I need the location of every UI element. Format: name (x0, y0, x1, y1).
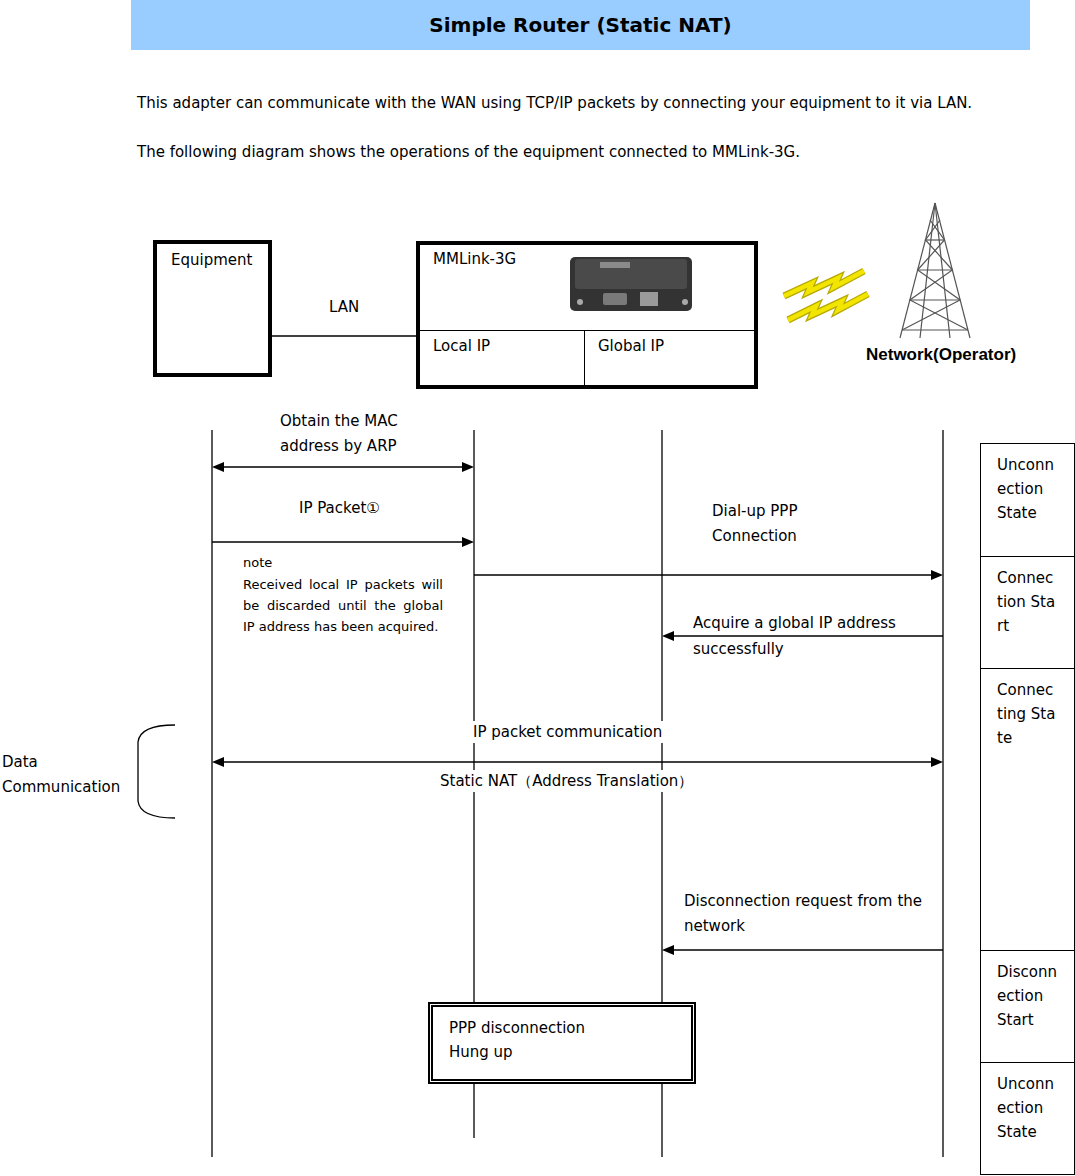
radio-bolts (784, 271, 868, 320)
bolt-shadow (784, 271, 864, 296)
message-arrow (672, 635, 943, 637)
message-label: IP Packet① (299, 496, 380, 520)
device-box: MMLink-3G Local IP Global IP (416, 241, 758, 389)
message-label: Acquire a global IP address successfully (693, 610, 933, 662)
tower-brace (910, 220, 968, 330)
bracket-label: Data Communication (2, 750, 137, 800)
equipment-box: Equipment (153, 240, 272, 377)
device-top (575, 259, 687, 289)
connector (272, 336, 416, 337)
tower-brace (902, 220, 960, 330)
message-label: IP packet communication (469, 721, 666, 743)
arrow-head (462, 462, 474, 472)
lifeline (211, 430, 212, 1157)
tower-brace (918, 269, 953, 270)
node-text: Connection Start (997, 566, 1057, 638)
title-text: Simple Router (Static NAT) (429, 12, 731, 38)
message-label: Dial-up PPP Connection (712, 499, 852, 549)
tower-brace (902, 329, 968, 330)
lan-port (640, 292, 658, 306)
node-text: Connecting State (997, 678, 1057, 750)
state-box: Disconnection Start (980, 950, 1075, 1063)
node-text: MMLink-3G (433, 247, 748, 271)
messages (212, 462, 943, 955)
state-box: Unconnection State (980, 1062, 1075, 1175)
node-text: Equipment (171, 248, 262, 272)
bolt (788, 294, 868, 320)
message-label: Disconnection request from the network (684, 889, 922, 939)
address-cell: Global IP (585, 330, 754, 385)
network-label: Network(Operator) (866, 344, 1016, 366)
state-box: Connecting State (980, 668, 1075, 951)
intro-text: This adapter can communicate with the WA… (137, 92, 1071, 114)
title-band: Simple Router (Static NAT) (131, 0, 1030, 50)
message-arrow (222, 761, 933, 763)
connector-label: LAN (329, 296, 359, 318)
address-cell: Local IP (420, 330, 585, 385)
intro-text: The following diagram shows the operatio… (137, 141, 1071, 163)
node-text: PPP disconnection Hung up (449, 1016, 601, 1064)
note-heading: note (243, 553, 272, 573)
arrow-head (662, 631, 674, 641)
bolt (784, 271, 864, 296)
process-box: PPP disconnection Hung up (428, 1002, 696, 1084)
arrow-head (662, 945, 674, 955)
tower-brace (910, 299, 960, 300)
connector-line (272, 335, 416, 336)
state-box: Unconnection State (980, 443, 1075, 557)
bolt-shadow (788, 294, 868, 320)
node-text: Unconnection State (997, 453, 1057, 525)
bracket (138, 725, 175, 818)
device-body (570, 257, 692, 311)
node-text: Global IP (598, 334, 750, 358)
message-arrow (222, 466, 464, 468)
antenna-tower (900, 203, 970, 338)
note-text: Received local IP packets will be discar… (243, 574, 443, 637)
arrow-head (212, 462, 224, 472)
device-screw (682, 299, 688, 305)
lifelines (212, 430, 943, 1157)
serial-port (603, 293, 627, 305)
device-photo (570, 257, 692, 311)
node-text: Disconnection Start (997, 960, 1057, 1032)
message-label: Obtain the MAC address by ARP (280, 409, 415, 459)
tower-brace (926, 239, 945, 240)
device-plate (600, 262, 630, 268)
node-text: Unconnection State (997, 1072, 1057, 1144)
message-arrow (672, 949, 943, 951)
arrow-head (931, 570, 943, 580)
state-box: Connection Start (980, 556, 1075, 669)
message-label: Static NAT（Address Translation） (436, 770, 697, 792)
message-arrow (212, 541, 464, 543)
arrow-head (212, 757, 224, 767)
device-screw (577, 299, 583, 305)
arrow-head (931, 757, 943, 767)
arrow-head (462, 537, 474, 547)
message-arrow (474, 574, 933, 576)
node-text: Local IP (433, 334, 580, 358)
lifeline (942, 430, 943, 1157)
